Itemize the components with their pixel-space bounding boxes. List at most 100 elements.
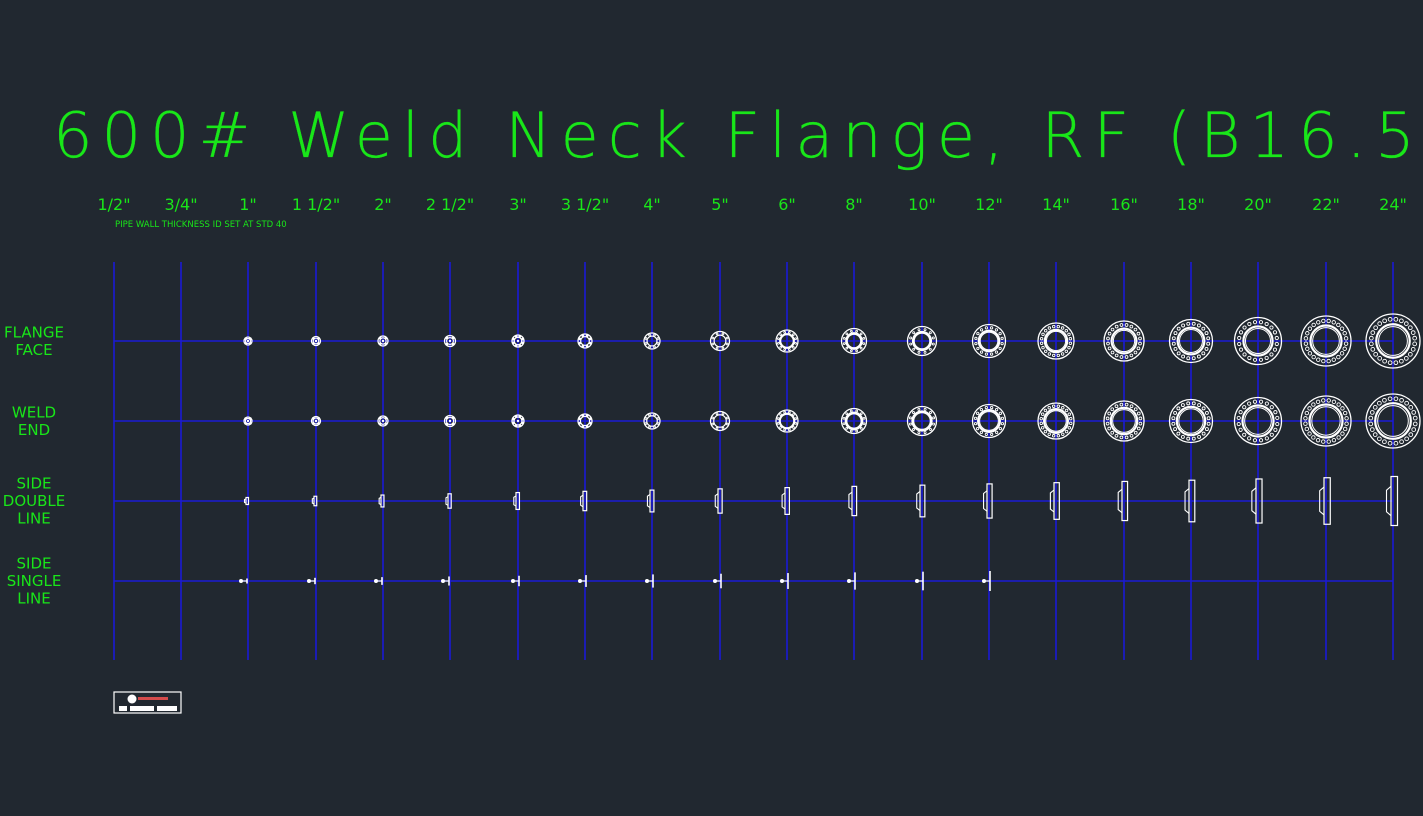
side-single-line-symbol [915,571,924,591]
flange-face-symbol [1233,316,1283,366]
flange-face-symbol [377,335,389,347]
row-label: WELD [12,403,56,421]
side-double-line-symbol [714,488,723,514]
side-single-line-symbol [511,575,520,587]
weld-end-symbol [1037,402,1075,440]
flange-symbols [239,313,1421,591]
flange-face-symbol [1037,322,1075,360]
row-label: FACE [15,341,52,359]
row-label: SIDE [17,475,52,493]
flange-face-symbol [775,329,799,353]
flange-face-symbol [1300,315,1352,367]
flange-face-symbol [577,333,593,349]
weld-end-symbol [577,413,593,429]
weld-end-symbol [1103,400,1145,442]
weld-end-symbol [377,415,389,427]
side-double-line-symbol [1385,475,1399,527]
flange-face-symbol [906,325,938,357]
side-double-line-symbol [1049,482,1060,520]
side-double-line-symbol [916,484,926,518]
row-labels: FLANGEFACEWELDENDSIDEDOUBLELINESIDESINGL… [3,323,65,607]
side-single-line-symbol [982,571,991,591]
size-label: 3" [509,195,527,214]
weld-end-symbol [775,409,799,433]
size-label: 16" [1110,195,1138,214]
row-label: SINGLE [7,572,62,590]
side-double-line-symbol [513,491,521,511]
row-label: LINE [17,590,50,608]
size-label: 2" [374,195,392,214]
size-label: 1/2" [97,195,130,214]
weld-end-symbol [310,415,322,427]
size-label: 24" [1379,195,1407,214]
size-label: 3/4" [164,195,197,214]
side-double-line-symbol [243,496,250,506]
side-double-line-symbol [378,494,385,508]
row-label: DOUBLE [3,492,65,510]
side-single-line-symbol [374,577,383,585]
row-label: SIDE [17,555,52,573]
flange-face-symbol [310,335,322,347]
weld-end-symbol [709,410,731,432]
side-single-line-symbol [307,577,316,585]
side-double-line-symbol [848,485,858,517]
size-label: 22" [1312,195,1340,214]
side-double-line-symbol [1117,480,1129,522]
row-label: END [18,421,50,439]
size-label: 6" [778,195,796,214]
flange-face-symbol [243,336,253,346]
flange-face-symbol [443,334,457,348]
weld-end-symbol [906,405,938,437]
weld-end-symbol [1300,395,1352,447]
side-single-line-symbol [578,575,587,587]
size-labels: 1/2"3/4"1"1 1/2"2"2 1/2"3"3 1/2"4"5"6"8"… [97,195,1406,214]
weld-end-symbol [971,403,1007,439]
weld-end-symbol [643,412,661,430]
weld-end-symbol [243,416,253,426]
side-single-line-symbol [645,574,654,588]
weld-end-symbol [1365,393,1421,449]
flange-face-symbol [971,323,1007,359]
size-label: 20" [1244,195,1272,214]
side-double-line-symbol [781,487,790,515]
flange-face-symbol [1365,313,1421,369]
side-single-line-symbol [713,573,722,589]
weld-end-symbol [511,414,525,428]
side-single-line-symbol [847,572,856,590]
side-double-line-symbol [445,493,452,509]
size-label: 10" [908,195,936,214]
flange-face-symbol [511,334,525,348]
side-single-line-symbol [239,578,248,584]
side-double-line-symbol [983,483,993,519]
wall-thickness-note: PIPE WALL THICKNESS ID SET AT STD 40 [115,220,287,230]
side-double-line-symbol [311,495,318,507]
flange-face-symbol [643,332,661,350]
size-label: 12" [975,195,1003,214]
side-double-line-symbol [1319,477,1331,525]
side-single-line-symbol [441,576,450,586]
weld-end-symbol [1233,396,1283,446]
flange-face-symbol [840,327,868,355]
drawing-title: 600# Weld Neck Flange, RF (B16.5) [53,99,1423,172]
size-label: 14" [1042,195,1070,214]
weld-end-symbol [443,414,457,428]
side-double-line-symbol [1184,479,1196,523]
flange-face-symbol [709,330,731,352]
weld-end-symbol [1168,398,1214,444]
size-label: 1 1/2" [292,195,340,214]
side-double-line-symbol [646,489,655,513]
side-double-line-symbol [580,490,588,512]
size-label: 1" [239,195,257,214]
side-single-line-symbol [780,573,789,589]
cad-logo-icon [113,691,182,714]
size-label: 18" [1177,195,1205,214]
weld-end-symbol [840,407,868,435]
size-label: 8" [845,195,863,214]
size-label: 3 1/2" [561,195,609,214]
side-double-line-symbol [1251,478,1263,524]
row-label: LINE [17,510,50,528]
size-label: 4" [643,195,661,214]
flange-face-symbol [1168,318,1214,364]
size-label: 2 1/2" [426,195,474,214]
